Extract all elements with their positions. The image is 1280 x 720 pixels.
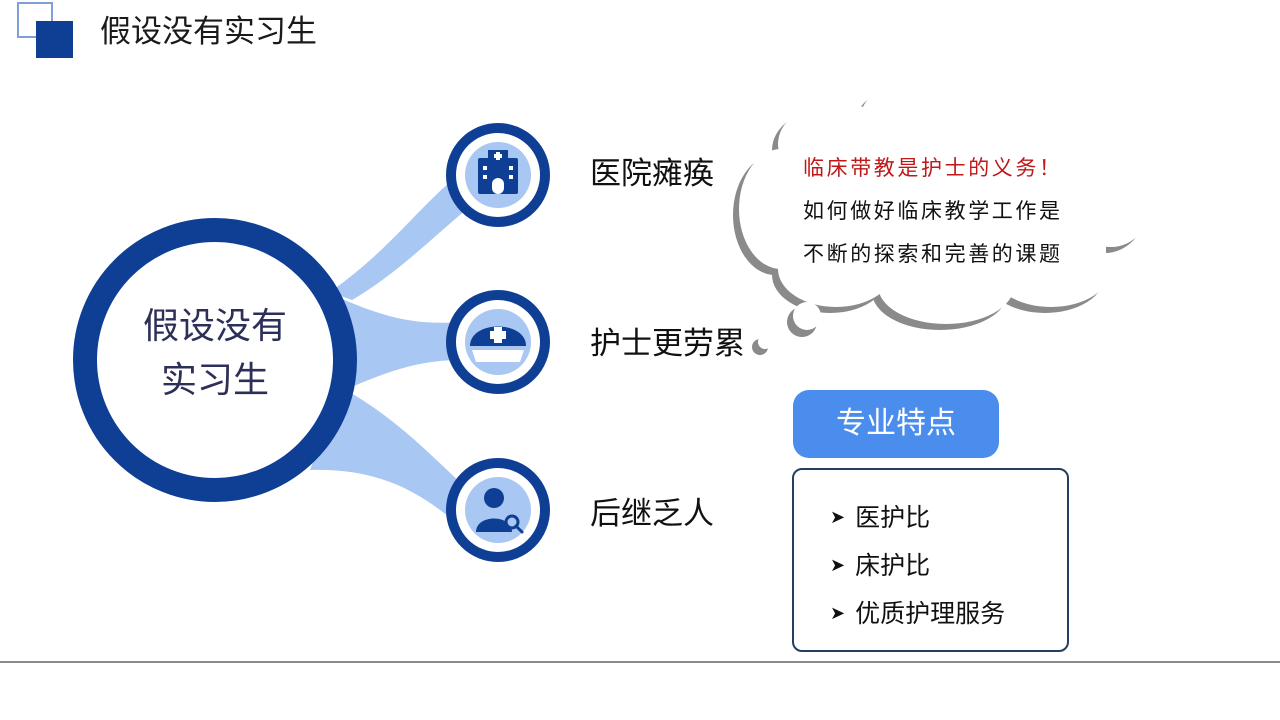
feature-list: ➤ 医护比 ➤ 床护比 ➤ 优质护理服务 (830, 494, 1005, 638)
feature-item-label: 医护比 (855, 503, 931, 532)
thought-cloud (733, 76, 1153, 355)
list-item: ➤ 优质护理服务 (830, 590, 1005, 638)
connector-top (330, 172, 468, 300)
branch-label-no-successor: 后继乏人 (590, 496, 714, 532)
center-label: 假设没有 实习生 (95, 300, 335, 408)
nurse-cap-icon (470, 326, 526, 362)
connector-middle (340, 298, 462, 392)
logo-outline-square (17, 2, 53, 38)
hospital-icon (478, 150, 518, 194)
cloud-text-line-2: 如何做好临床教学工作是 (803, 199, 1063, 223)
person-search-icon (476, 488, 524, 534)
branch-circle-person (446, 458, 550, 562)
center-label-line-1: 假设没有 (142, 306, 287, 347)
feature-badge: 专业特点 (793, 390, 999, 458)
list-item: ➤ 医护比 (830, 494, 1005, 542)
branch-circle-nurse (446, 290, 550, 394)
page-title: 假设没有实习生 (100, 14, 317, 50)
center-label-line-2: 实习生 (160, 360, 269, 401)
feature-box: ➤ 医护比 ➤ 床护比 ➤ 优质护理服务 (792, 468, 1069, 652)
arrow-bullet-icon: ➤ (830, 507, 846, 528)
list-item: ➤ 床护比 (830, 542, 1005, 590)
branch-circle-hospital (446, 123, 550, 227)
cloud-text-line-3: 不断的探索和完善的课题 (803, 242, 1063, 266)
branch-label-nurse-tired: 护士更劳累 (590, 326, 745, 362)
footer-divider (0, 661, 1280, 663)
branch-label-hospital-paralysis: 医院瘫痪 (590, 156, 714, 192)
logo-solid-square (36, 21, 73, 58)
connector-bottom (310, 388, 466, 526)
feature-item-label: 优质护理服务 (855, 599, 1006, 628)
arrow-bullet-icon: ➤ (830, 603, 846, 624)
arrow-bullet-icon: ➤ (830, 555, 846, 576)
center-circle (73, 218, 357, 502)
feature-item-label: 床护比 (855, 551, 931, 580)
cloud-text-line-1: 临床带教是护士的义务！ (803, 156, 1063, 180)
